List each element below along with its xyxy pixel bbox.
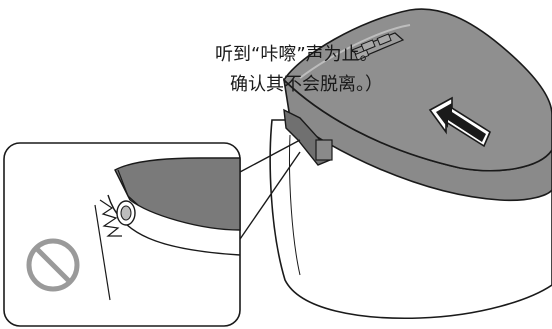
prohibited-icon [26, 238, 80, 292]
callout-lines [237, 139, 301, 243]
instruction-text: 听到“咔嚓”声为止。 确认其不会脱离。） [0, 40, 383, 100]
arrow-icon [428, 96, 492, 148]
instruction-line-2: 确认其不会脱离。） [230, 74, 383, 95]
control-panel [350, 32, 405, 61]
detail-inset [3, 142, 241, 327]
click-burst-icon [99, 199, 122, 237]
instruction-line-1: 听到“咔嚓”声为止。 [215, 44, 378, 65]
